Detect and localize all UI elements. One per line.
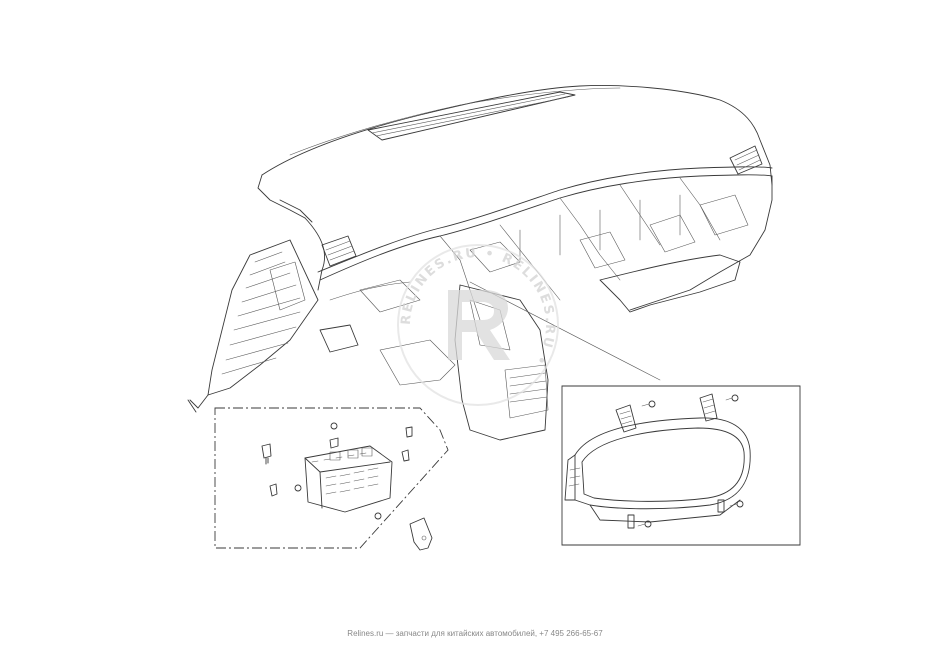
relines-watermark: RELINES.RU • RELINES.RU • [397, 244, 559, 406]
watermark-ring-text: RELINES.RU • RELINES.RU • [399, 246, 555, 369]
footer-separator: — [383, 629, 396, 638]
instrument-cluster-detail [561, 385, 801, 546]
svg-text:RELINES.RU • RELINES.RU •: RELINES.RU • RELINES.RU • [399, 246, 557, 369]
footer-credit: Relines.ru — запчасти для китайских авто… [0, 629, 950, 638]
footer-brand[interactable]: Relines.ru [347, 629, 384, 638]
dashboard-assembly [187, 85, 773, 441]
footer-text: запчасти для китайских автомобилей, +7 4… [395, 629, 603, 638]
fuse-box-detail [214, 407, 449, 551]
